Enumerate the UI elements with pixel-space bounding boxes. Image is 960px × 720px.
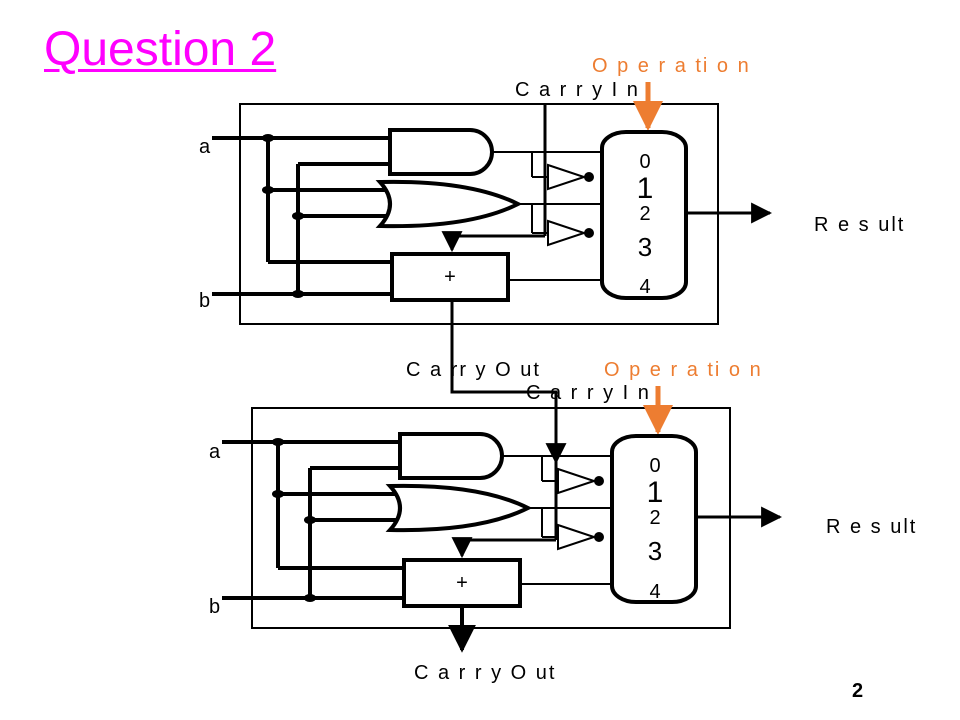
top-mux	[600, 130, 688, 300]
bottom-alu: O p e r a ti o n C a r r y I n a b R e s…	[209, 359, 917, 684]
top-carry-out-wire	[450, 300, 567, 465]
top-carry-in-wire	[441, 104, 547, 253]
svg-text:4: 4	[649, 581, 660, 603]
svg-text:0: 0	[649, 455, 660, 477]
bottom-junction-dots	[272, 438, 316, 602]
bottom-gate-output-wires	[502, 455, 614, 585]
bottom-mux-inputs: 0 1 2 3 4	[647, 455, 664, 603]
bottom-and-gate	[398, 432, 504, 480]
top-inverters	[547, 163, 594, 247]
page-number: 2	[852, 680, 864, 702]
top-result-label: R e s ult	[814, 214, 905, 236]
top-junction-dots	[262, 134, 304, 298]
top-mux-inputs: 0 1 2 3 4	[637, 151, 654, 298]
svg-text:1: 1	[647, 476, 664, 509]
top-alu: O p e r a ti o n C a r r y I n a b R e s…	[199, 55, 905, 465]
bottom-or-gate	[385, 483, 533, 533]
svg-text:2: 2	[639, 203, 650, 225]
top-gate-output-wires	[492, 151, 604, 281]
svg-text:4: 4	[639, 276, 650, 298]
top-adder	[390, 252, 510, 302]
top-input-b-label: b	[199, 290, 212, 312]
top-carry-out-label: C a rr y O ut	[406, 359, 541, 381]
bottom-mux	[610, 434, 698, 604]
svg-text:3: 3	[648, 536, 662, 566]
slide-title: Question 2	[44, 23, 277, 76]
top-input-wires	[212, 136, 392, 296]
top-operation-label: O p e r a ti o n	[592, 55, 751, 77]
bottom-carry-in-label: C a r r y I n	[526, 382, 651, 404]
bottom-inverters	[557, 467, 604, 551]
bottom-adder-symbol: +	[456, 572, 468, 594]
top-adder-symbol: +	[444, 266, 456, 288]
svg-text:1: 1	[637, 172, 654, 205]
bottom-input-wires	[222, 440, 404, 600]
bottom-carry-out-label: C a r r y O ut	[414, 662, 556, 684]
svg-text:0: 0	[639, 151, 650, 173]
bottom-operation-label: O p e r a ti o n	[604, 359, 763, 381]
bottom-result-label: R e s ult	[826, 516, 917, 538]
svg-text:3: 3	[638, 232, 652, 262]
top-input-a-label: a	[199, 136, 212, 158]
top-and-gate	[388, 128, 494, 176]
top-or-gate	[375, 179, 523, 229]
svg-text:2: 2	[649, 507, 660, 529]
bottom-carry-in-wire	[451, 462, 558, 559]
top-carry-in-label: C a r r y I n	[515, 79, 640, 101]
bottom-input-a-label: a	[209, 441, 222, 463]
bottom-input-b-label: b	[209, 596, 222, 618]
